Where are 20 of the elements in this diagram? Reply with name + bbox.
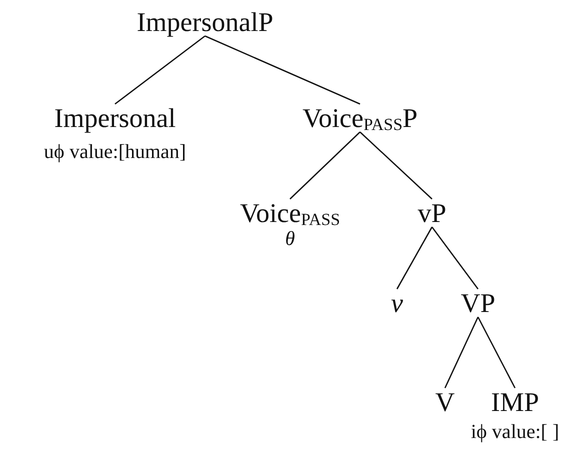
- tree-node-label: vP: [418, 197, 446, 229]
- tree-branch: [431, 226, 479, 290]
- tree-branch: [114, 35, 206, 105]
- tree-branch: [290, 132, 360, 200]
- tree-node-label: VP: [460, 287, 496, 319]
- feature-annotation: uϕ value:[human]: [44, 140, 186, 164]
- tree-node-label: ImpersonalP: [136, 6, 274, 38]
- tree-node-label: V: [435, 386, 455, 418]
- tree-branch: [396, 226, 433, 290]
- tree-branch: [444, 316, 479, 388]
- tree-node-label: Voice$_{PASS}$: [240, 197, 340, 229]
- tree-node-label: v: [391, 287, 403, 319]
- tree-branch: [204, 35, 360, 105]
- tree-node-label: Voice$_{PASS}$P: [302, 102, 418, 134]
- tree-branch: [477, 316, 516, 388]
- feature-annotation: iϕ value:[ ]: [470, 420, 560, 444]
- tree-branch: [360, 132, 432, 200]
- tree-node-label: Impersonal: [54, 102, 176, 134]
- feature-annotation: θ: [285, 227, 295, 251]
- tree-node-label: IMP: [491, 386, 539, 418]
